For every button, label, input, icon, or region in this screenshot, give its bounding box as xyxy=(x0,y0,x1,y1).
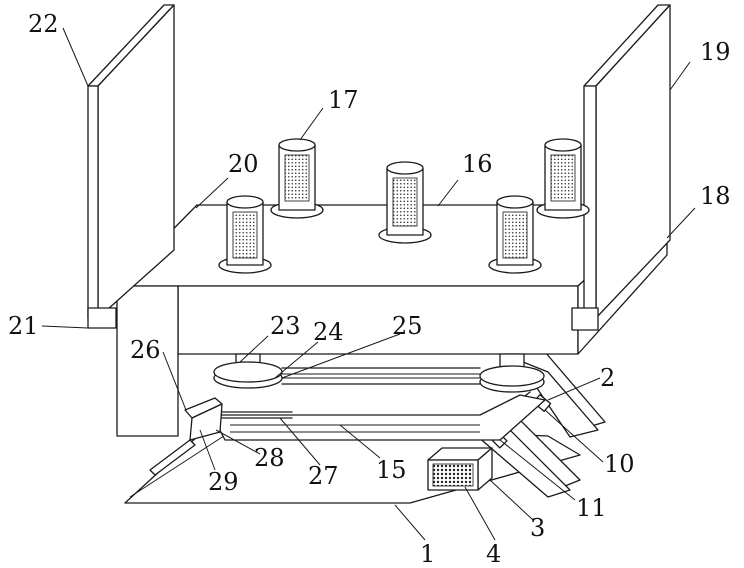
filter-cylinder-2 xyxy=(379,162,431,243)
label-15: 15 xyxy=(376,456,407,484)
label-22: 22 xyxy=(28,10,59,38)
label-3: 3 xyxy=(530,514,545,542)
label-2: 2 xyxy=(600,364,615,392)
label-26: 26 xyxy=(130,336,161,364)
label-19: 19 xyxy=(700,38,731,66)
label-23: 23 xyxy=(270,312,301,340)
label-29: 29 xyxy=(208,468,239,496)
label-16: 16 xyxy=(462,150,493,178)
filter-cylinder-1 xyxy=(271,139,323,218)
filter-cylinder-4 xyxy=(219,196,271,273)
label-10: 10 xyxy=(604,450,635,478)
label-4: 4 xyxy=(486,540,501,568)
drive-belt xyxy=(282,368,480,384)
label-1: 1 xyxy=(420,540,435,568)
label-27: 27 xyxy=(308,462,339,490)
label-25: 25 xyxy=(392,312,423,340)
label-24: 24 xyxy=(313,318,344,346)
label-20: 20 xyxy=(228,150,259,178)
left-pulley xyxy=(214,354,282,388)
label-17: 17 xyxy=(328,86,359,114)
label-11: 11 xyxy=(576,494,607,522)
filter-cylinder-3 xyxy=(537,139,589,218)
label-21: 21 xyxy=(8,312,39,340)
right-side-plate xyxy=(572,5,670,330)
label-18: 18 xyxy=(700,182,731,210)
collection-box xyxy=(428,448,492,490)
label-28: 28 xyxy=(254,444,285,472)
filter-cylinder-5 xyxy=(489,196,541,273)
